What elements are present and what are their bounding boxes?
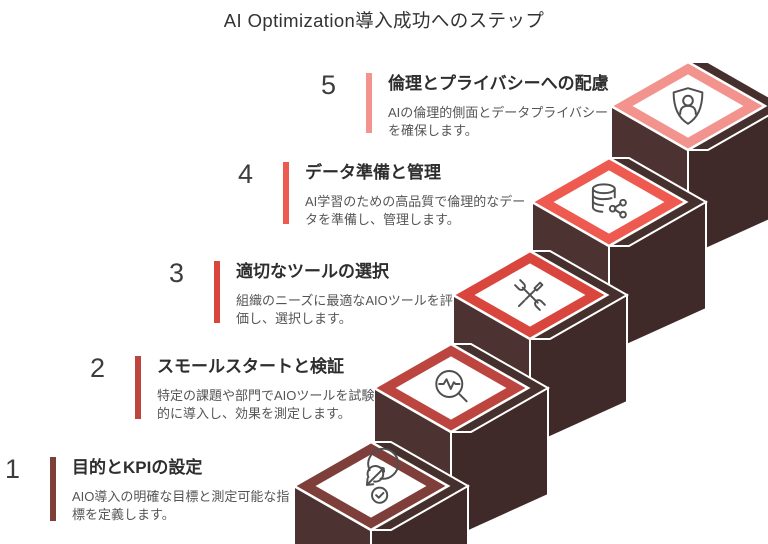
step-accent-bar [283, 162, 289, 224]
search-pulse-icon [435, 370, 468, 403]
step-number: 3 [169, 258, 185, 288]
step-number: 4 [238, 159, 254, 189]
step-4-diamond-top [553, 170, 665, 234]
shield-user-icon [672, 87, 704, 125]
step-content: 目的とKPIの設定 AIO導入の明確な目標と測定可能な指標を定義します。 [72, 458, 306, 524]
database-share-icon [591, 183, 627, 219]
step-1-diamond-top [315, 454, 427, 518]
step-number: 1 [5, 454, 21, 484]
step-accent-bar [214, 261, 220, 323]
step-title: 目的とKPIの設定 [72, 458, 203, 477]
step-title: スモールスタートと検証 [157, 357, 344, 376]
target-check-icon [365, 447, 400, 504]
step-content: 適切なツールの選択組織のニーズに最適なAIOツールを評価し、選択します。 [236, 262, 470, 328]
step-accent-bar [135, 356, 141, 419]
tools-icon [514, 279, 546, 311]
step-title: 倫理とプライバシーへの配慮 [388, 74, 609, 93]
step-number: 5 [321, 70, 337, 100]
step-content: データ準備と管理 AI学習のための高品質で倫理的なデータを準備し、管理します。 [305, 163, 539, 229]
step-description: AIO導入の明確な目標と測定可能な指標を定義します。 [72, 488, 290, 522]
step-description: AI学習のための高品質で倫理的なデータを準備し、管理します。 [305, 193, 526, 227]
page-title: AI Optimization導入成功へのステップ [223, 10, 545, 31]
step-description: 特定の課題や部門でAIOツールを試験的に導入し、効果を測定します。 [157, 387, 375, 421]
step-content: スモールスタートと検証特定の課題や部門でAIOツールを試験的に導入し、効果を測定… [157, 357, 391, 423]
step-number: 2 [90, 353, 106, 383]
step-title: 適切なツールの選択 [236, 262, 389, 281]
step-content: 倫理とプライバシーへの配慮 AIの倫理的側面とデータプライバシーを確保します。 [388, 74, 622, 140]
step-accent-bar [50, 457, 56, 521]
step-description: AIの倫理的側面とデータプライバシーを確保します。 [388, 104, 609, 138]
step-accent-bar [366, 73, 372, 133]
step-title: データ準備と管理 [305, 163, 441, 182]
step-1-group [291, 440, 471, 544]
step-description: 組織のニーズに最適なAIOツールを評価し、選択します。 [236, 292, 453, 326]
